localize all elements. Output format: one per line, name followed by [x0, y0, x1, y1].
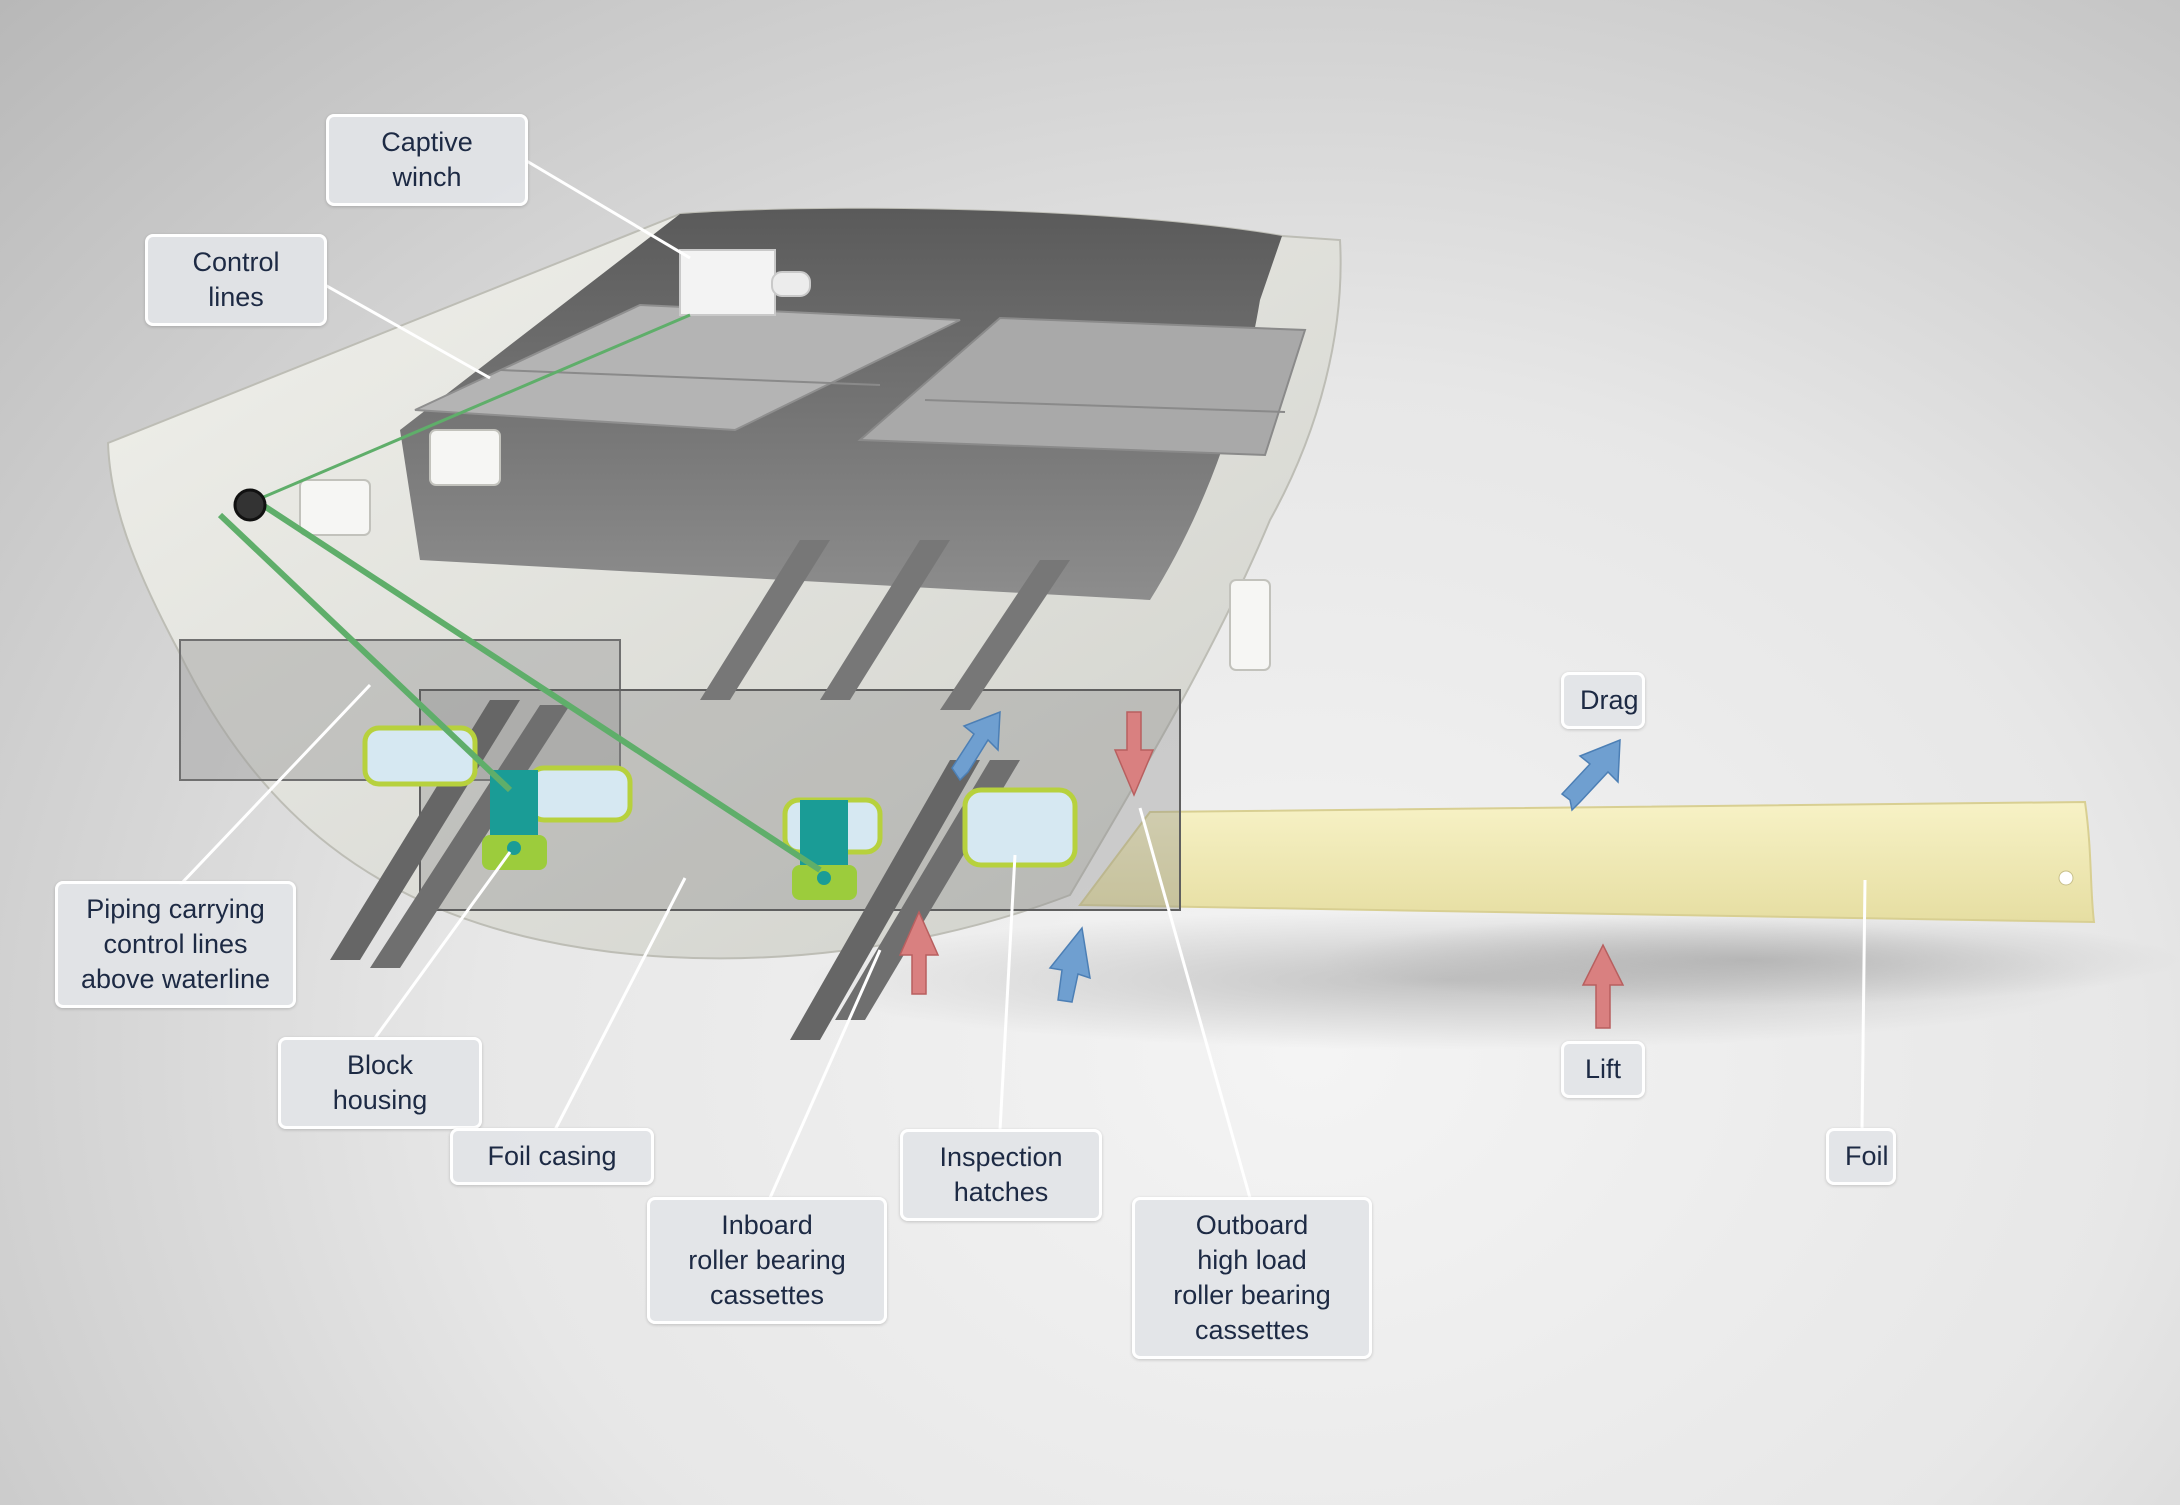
hull-window: [429, 429, 501, 486]
leader-inboard: [768, 949, 882, 1199]
control-line: [217, 512, 513, 793]
label-foil-casing: Foil casing: [450, 1128, 654, 1185]
inspection-hatch: [362, 725, 478, 787]
leader-outboard: [1138, 807, 1252, 1199]
foil-tip-hole: [2058, 870, 2074, 886]
inspection-hatch: [962, 787, 1078, 868]
bulkhead-frame: [820, 540, 950, 700]
bulkhead-frame: [700, 540, 830, 700]
block-housing-pin: [817, 871, 831, 885]
bulkhead-frame: [940, 560, 1070, 710]
label-foil: Foil: [1826, 1128, 1896, 1185]
control-line: [244, 313, 691, 507]
drag-arrow-lower: [1048, 926, 1091, 1003]
hull-window: [1229, 579, 1271, 671]
leader-control-lines: [324, 283, 491, 380]
foil: [1078, 800, 2096, 924]
label-inspection-hatches: Inspection hatches: [900, 1129, 1102, 1221]
lift-arrow-top: [1113, 711, 1155, 797]
label-lift: Lift: [1561, 1041, 1645, 1098]
control-line: [253, 497, 822, 873]
captive-winch: [679, 249, 776, 316]
leader-block-housing: [373, 851, 512, 1039]
leader-inspection: [998, 854, 1017, 1131]
deck-panel-left: [414, 303, 961, 432]
hull-window: [299, 479, 371, 536]
captive-winch-drum: [771, 271, 811, 297]
label-drag: Drag: [1561, 672, 1645, 729]
leader-foil: [1860, 879, 1867, 1131]
label-inboard-cassettes: Inboard roller bearing cassettes: [647, 1197, 887, 1324]
lift-arrow-foil: [1581, 943, 1625, 1029]
leader-piping: [178, 683, 372, 887]
lift-arrow-hull: [898, 910, 940, 995]
label-piping: Piping carrying control lines above wate…: [55, 881, 296, 1008]
sheave-block: [233, 488, 267, 522]
bulkhead-frame: [790, 760, 980, 1040]
label-control-lines: Control lines: [145, 234, 327, 326]
foil-shadow: [1320, 915, 2180, 1005]
deck-panel-right: [857, 316, 1307, 457]
label-block-housing: Block housing: [278, 1037, 482, 1129]
deck-seam: [499, 369, 881, 386]
leader-captive-winch: [524, 158, 691, 260]
block-housing-pin: [507, 841, 521, 855]
drag-arrow-foil: [1560, 738, 1621, 812]
leader-foil-casing: [553, 877, 687, 1131]
label-captive-winch: Captive winch: [326, 114, 528, 206]
inspection-hatch: [527, 765, 633, 823]
deck-seam: [924, 399, 1286, 413]
hull-interior: [400, 208, 1282, 600]
drag-arrow-hull: [951, 710, 1001, 782]
label-outboard-cassettes: Outboard high load roller bearing casset…: [1132, 1197, 1372, 1359]
